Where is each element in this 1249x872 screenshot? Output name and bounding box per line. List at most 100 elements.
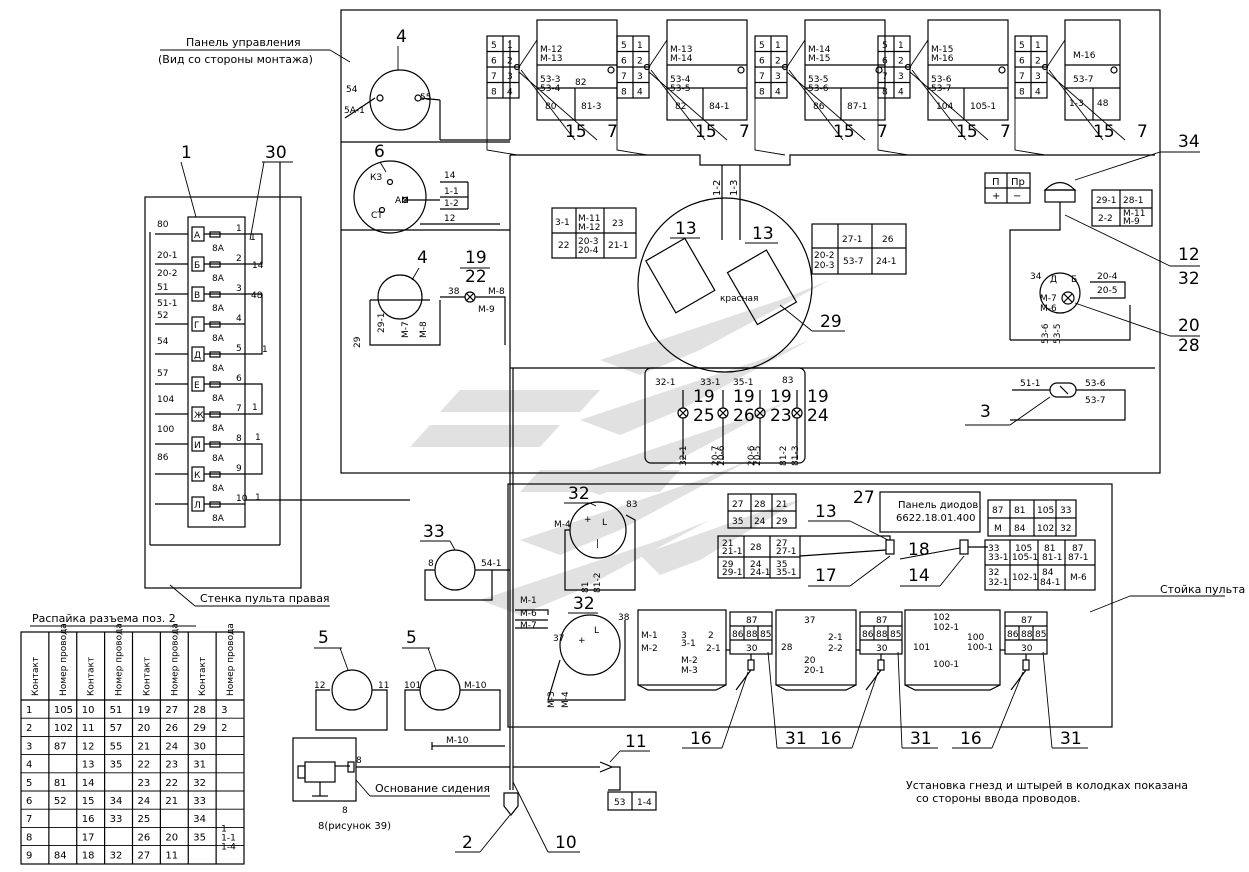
wire-83-g: 83 [626,500,637,510]
blk-b-5: 24-1 [876,257,896,267]
fuse-block: А8А1Б8А2В8А3Г8А4Д8А5Е8А6Ж8А7И8А8К8А9Л8А1… [149,162,410,546]
pinout-cell: 20 [138,723,151,734]
pinout-cell: 16 [82,814,95,825]
pin-number: 8 [759,88,765,98]
pinout-cell: 26 [165,723,178,734]
wire-8-below: 8 [342,806,348,816]
wire-20-4: 20-4 [1097,272,1118,282]
pinout-cell: 24 [138,796,151,807]
pinout-cell: 34 [193,814,206,825]
picture-ref: 8(рисунок 39) [318,821,391,832]
pinout-cell: 3 [26,741,32,752]
ignition-switch-6: КЗ АМ СТ 14 1-1 1-2 12 6 [353,142,500,234]
pin-number: 6 [491,57,497,67]
block-wire: 53-4 [540,84,561,94]
pinout-cell: 87 [54,741,67,752]
fuse-in-wire: 20-2 [157,269,177,279]
sensor-3: 51-1 53-6 53-7 3 [965,379,1126,426]
wire-m8: М-8 [419,321,429,338]
relay-b-9: 32-1 [988,578,1008,588]
wire-37: 37 [553,634,564,644]
relay-pin: 30 [1021,644,1033,654]
relay-wire: 100-1 [967,643,993,653]
callout-28: 28 [1178,336,1200,356]
wire-53-5-r: 53-5 [1053,324,1063,344]
fuse-out-wire: 2 [236,254,242,264]
control-panel-frame [340,9,1161,474]
pin-number: 5 [882,41,888,51]
connector-2-10: 2 10 [455,781,580,853]
pinout-cell: 3 [221,705,227,716]
diode-b-4: 27-1 [776,547,796,557]
relay-wire: 28 [781,643,793,653]
fuse-letter: Б [194,261,200,271]
pinout-cell: 17 [82,832,95,843]
callout-25: 25 [693,406,715,426]
callout-27: 27 [853,488,875,508]
pinout-cell: 81 [54,778,67,789]
label-kz: КЗ [370,173,382,183]
block-wire: 1-3 [1069,99,1084,109]
pinout-cell: 21 [165,796,178,807]
callout-14: 14 [908,566,930,586]
fuse-letter: Л [194,501,201,511]
relay-pin: 87 [746,616,757,626]
blk-c-4: М-9 [1123,217,1140,227]
relay-pin: 85 [890,630,901,640]
relay-wire: 37 [804,616,815,626]
pinout-cell: 33 [110,814,123,825]
relay-a-7: 32 [1060,524,1071,534]
callout-2: 2 [462,833,473,853]
label-d: Д [1050,275,1057,285]
wire-81-2-g: 81-2 [593,573,603,593]
callout-6: 6 [374,142,385,162]
lamp-wire-bottom: 20-7 [711,446,721,466]
blk-a-0: 3-1 [555,218,570,228]
pinout-cell: 34 [110,796,123,807]
switch-4-lower: 4 29-1 М-7 М-8 29 [353,248,441,348]
callout-13b: 13 [752,224,774,244]
pinout-cell: 12 [82,741,95,752]
pinout-cell: 5 [26,778,32,789]
label-am: АМ [395,196,409,206]
relay-pin: 30 [876,644,888,654]
relay-pin: 86 [1007,630,1019,640]
relay-wire: 2-1 [828,633,843,643]
wire-1-1: 1-1 [444,187,459,197]
relay-wire: М-2 [681,656,698,666]
pin-number: 8 [882,88,888,98]
callout-32a: 32 [568,484,590,504]
relay-b-2: 105 [1015,544,1032,554]
pinout-cell: 23 [165,760,178,771]
gauge-32-top: L + | М-4 83 81 81-2 32 [554,484,637,593]
callout-12: 12 [1178,245,1200,265]
watermark-logo [410,280,830,615]
diode-b-0: 21 [722,539,733,549]
pinout-cell: 33 [193,796,206,807]
pinout-cell: 7 [26,814,32,825]
relay-b-0: 33 [988,544,999,554]
wire-38: 38 [448,287,460,297]
relay-b-8: 32 [988,568,999,578]
relay-a-2: 105 [1037,506,1054,516]
wire-5a1: 5А-1 [344,106,365,116]
wire-53-6-r: 53-6 [1041,323,1051,344]
relay-pin: 87 [1021,616,1032,626]
relay-wire: 100 [967,633,984,643]
wire-12: 12 [444,214,455,224]
blk-c-0: 29-1 [1096,196,1116,206]
wire-1-2v: 1-2 [712,180,723,196]
pinout-header: Номер провода [59,623,69,696]
wire-8-g: 8 [428,559,434,569]
block-wire: 53-7 [1073,75,1093,85]
callout-19: 19 [733,387,755,407]
pinout-cell: 57 [110,723,123,734]
block-wire: 53-7 [931,84,951,94]
block-wire: М-15 [931,45,953,55]
callout-7: 7 [607,122,618,142]
callout-29: 29 [820,312,842,332]
callout-15: 15 [695,122,717,142]
pinout-cell: 4 [26,760,32,771]
fuse-out-wire: 9 [236,464,242,474]
blk-a-7: 21-1 [608,241,628,251]
